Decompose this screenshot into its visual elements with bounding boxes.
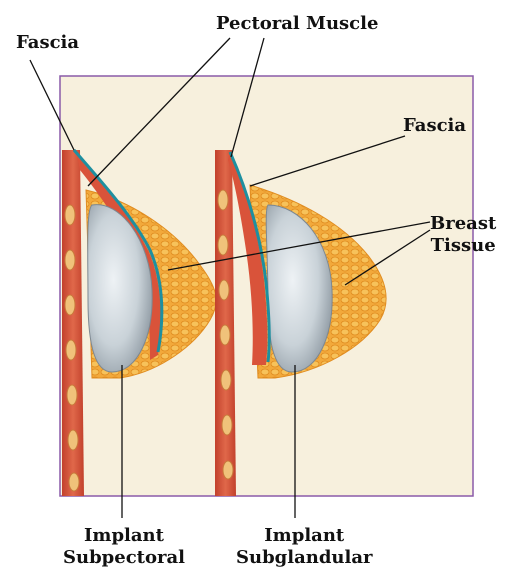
label-pectoral-muscle: Pectoral Muscle [216,13,378,35]
label-breast-tissue: Breast Tissue [430,213,496,257]
label-fascia-left: Fascia [16,32,79,54]
label-breast-tissue-line2: Tissue [430,235,496,257]
label-implant-sub-line2: Subpectoral [63,547,185,569]
label-breast-tissue-line1: Breast [430,213,496,235]
label-implant-gland-line1: Implant [236,525,373,547]
label-implant-subpectoral: Implant Subpectoral [63,525,185,569]
label-implant-gland-line2: Subglandular [236,547,373,569]
label-fascia-right: Fascia [403,115,466,137]
label-implant-subglandular: Implant Subglandular [236,525,373,569]
label-implant-sub-line1: Implant [63,525,185,547]
